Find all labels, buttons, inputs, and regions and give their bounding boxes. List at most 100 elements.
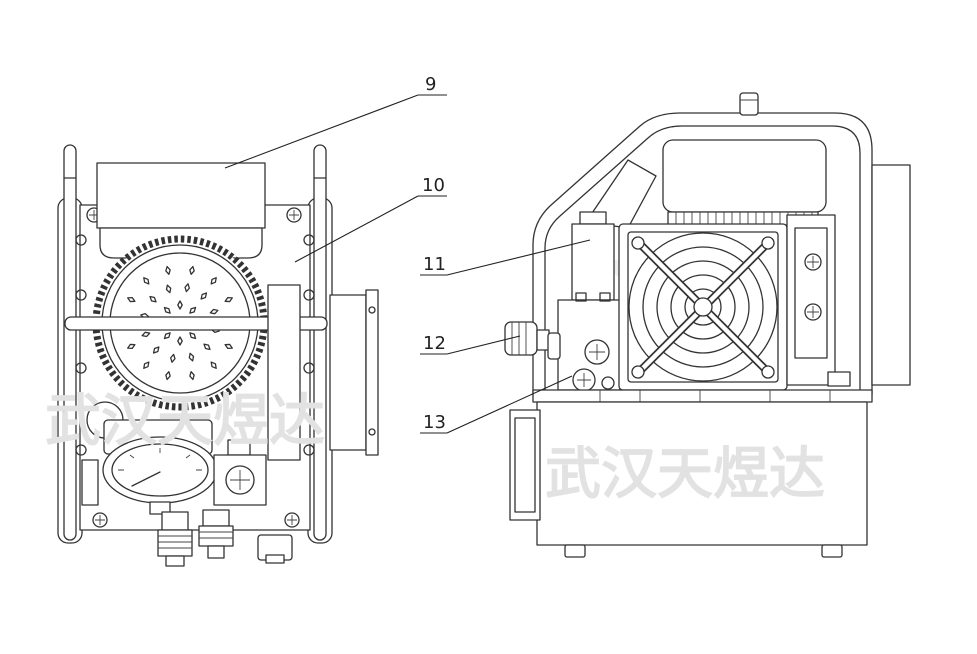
right-handle-tube bbox=[313, 144, 327, 541]
port-plug-cross bbox=[589, 344, 605, 360]
side-tank bbox=[329, 294, 367, 451]
fitting-left-nut bbox=[161, 511, 189, 531]
junction-screw-cross bbox=[807, 256, 819, 318]
motor bbox=[662, 139, 827, 213]
fan-vent-slot bbox=[149, 295, 157, 303]
fan-vent-slot bbox=[210, 277, 217, 285]
fan-vent-slot bbox=[177, 300, 183, 310]
junction-box-inner bbox=[794, 227, 828, 359]
frame-bolts bbox=[75, 234, 315, 456]
callout-leader-13 bbox=[446, 375, 573, 434]
side-block bbox=[81, 459, 99, 506]
pressure-gauge bbox=[102, 419, 218, 515]
fan-vent-slot bbox=[189, 371, 195, 381]
frame-bolt bbox=[303, 289, 315, 301]
tank-foot bbox=[821, 544, 843, 558]
fan-grille-ring bbox=[670, 274, 736, 340]
flange-bolt bbox=[368, 306, 376, 314]
tank-end-cap-inner bbox=[514, 417, 536, 513]
callout-leader-11 bbox=[446, 239, 591, 276]
fitting-right-tip bbox=[207, 545, 225, 559]
manifold-bolt bbox=[575, 292, 587, 302]
side-view bbox=[504, 92, 911, 558]
corner-screw-slot bbox=[89, 210, 299, 525]
bottom-plug-tip bbox=[265, 554, 285, 564]
relief-knob bbox=[547, 332, 561, 360]
outlet-nut bbox=[536, 329, 550, 351]
fan-vent-slot bbox=[203, 343, 211, 351]
frame-bolt bbox=[75, 362, 87, 374]
fan-grille-ring bbox=[656, 260, 750, 354]
fan-vent-slot bbox=[127, 296, 136, 303]
fan-guard-screw bbox=[631, 365, 645, 379]
fan-vent-slot bbox=[184, 283, 191, 293]
frame-bolt bbox=[303, 234, 315, 246]
callouts: 9 10 11 12 13 bbox=[224, 74, 591, 434]
base-plate bbox=[532, 389, 873, 403]
side-flange bbox=[365, 289, 379, 456]
fan-vent-slot bbox=[143, 361, 150, 369]
cross-bar bbox=[64, 316, 328, 331]
fan-vent-slot bbox=[165, 284, 172, 294]
callout-label-9: 9 bbox=[425, 74, 436, 95]
fan-hub bbox=[693, 297, 713, 317]
oil-tank bbox=[536, 401, 868, 546]
fan-vent-slot bbox=[127, 343, 136, 350]
fitting-left-thread bbox=[158, 535, 192, 549]
motor-fins bbox=[675, 212, 813, 225]
fan-vent-slot bbox=[163, 306, 171, 314]
valve-block bbox=[213, 439, 267, 506]
port-plug-cross bbox=[577, 373, 591, 387]
gauge-stem bbox=[149, 501, 171, 515]
fan-vent-slot bbox=[189, 306, 197, 314]
fan-guard-screw bbox=[761, 365, 775, 379]
callout-label-11: 11 bbox=[423, 254, 446, 275]
frame-bolt bbox=[75, 444, 87, 456]
top-knob bbox=[739, 92, 759, 116]
side-column bbox=[267, 284, 301, 461]
watermark-text-left: 武汉天煜达 bbox=[45, 389, 325, 454]
fitting-left-tip bbox=[165, 555, 185, 567]
flange-bolt bbox=[368, 428, 376, 436]
callout-leader-9 bbox=[224, 94, 419, 169]
fan-vent-slot bbox=[141, 331, 151, 338]
fan-vent-slot bbox=[165, 265, 171, 275]
callout-leader-10 bbox=[294, 195, 419, 263]
fan-guard bbox=[618, 223, 788, 391]
callout-label-12: 12 bbox=[423, 333, 446, 354]
frame-bolt bbox=[303, 362, 315, 374]
fitting-right-body bbox=[198, 525, 234, 547]
gauge-needle bbox=[131, 471, 161, 487]
end-plate bbox=[871, 164, 911, 386]
fan-guard-screw bbox=[631, 236, 645, 250]
callout-label-13: 13 bbox=[423, 412, 446, 433]
fan-vent-slot bbox=[200, 292, 208, 300]
fan-vent-slot bbox=[177, 336, 183, 346]
fan-vent-slot bbox=[224, 343, 233, 350]
motor-foot bbox=[827, 371, 851, 387]
fan-vent-slot bbox=[169, 353, 176, 363]
valve-tower bbox=[571, 223, 615, 301]
fan-guard-inner bbox=[627, 231, 779, 383]
fan-vent-slot bbox=[224, 296, 233, 303]
gauge-dial bbox=[111, 443, 209, 497]
fan-vent-slot bbox=[209, 308, 219, 315]
frame-bolt bbox=[75, 289, 87, 301]
fan-vent-slot bbox=[188, 352, 195, 362]
fitting-right-thread bbox=[199, 531, 233, 539]
front-view bbox=[57, 144, 379, 567]
frame-bolt bbox=[303, 444, 315, 456]
manifold-bolt bbox=[599, 292, 611, 302]
fan-vent-slot bbox=[152, 346, 160, 354]
fan-grille-ring bbox=[642, 246, 764, 368]
base-plate-bolts bbox=[599, 390, 831, 402]
callout-label-10: 10 bbox=[422, 175, 445, 196]
valve-cap bbox=[579, 211, 607, 225]
frame-tube-inner bbox=[544, 125, 861, 396]
fan-vent-slot bbox=[189, 332, 197, 340]
fan-guard-screw bbox=[761, 236, 775, 250]
fan-vent-slot bbox=[165, 371, 171, 381]
watermark-text-right: 武汉天煜达 bbox=[545, 442, 825, 507]
left-handle-tube bbox=[63, 144, 77, 541]
